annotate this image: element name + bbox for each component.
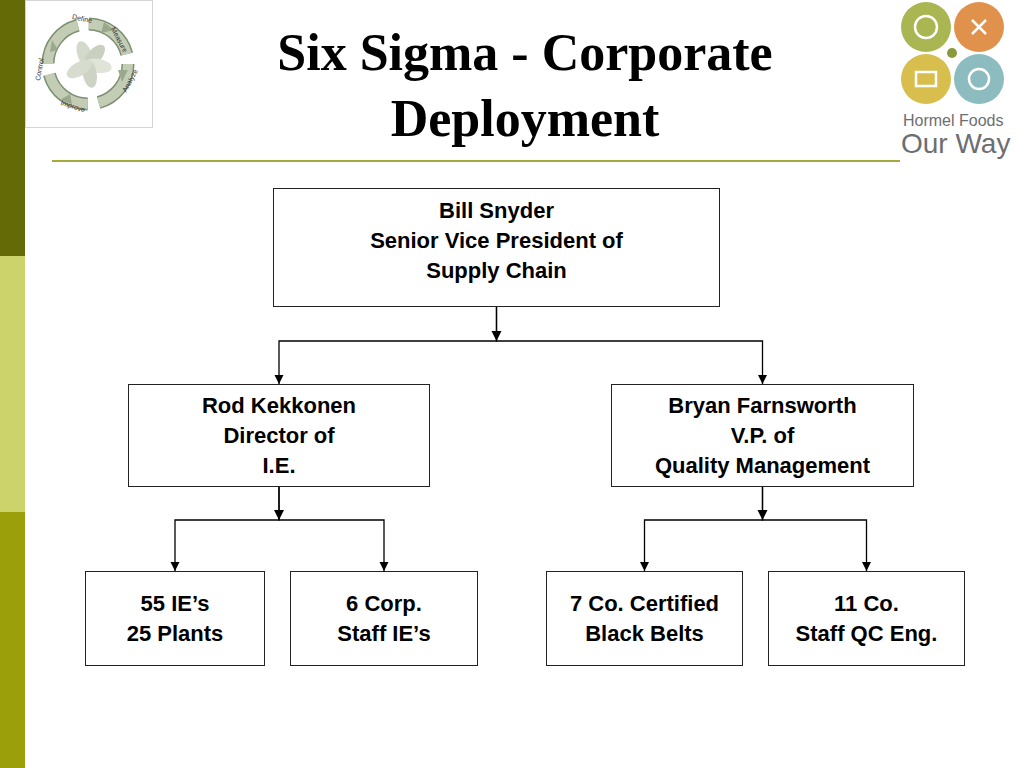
junction-arrowhead bbox=[492, 331, 502, 341]
dmaic-cycle bbox=[48, 24, 128, 104]
box-text: Senior Vice President of bbox=[370, 226, 623, 256]
box-text: Staff QC Eng. bbox=[796, 619, 938, 649]
reporting-line bbox=[497, 307, 763, 384]
dmaic-cycle bbox=[48, 24, 128, 104]
org-box: 55 IE’s25 Plants bbox=[85, 571, 265, 666]
box-text: 25 Plants bbox=[127, 619, 224, 649]
box-text: V.P. of bbox=[731, 421, 795, 451]
reporting-line bbox=[279, 487, 384, 571]
org-box: 11 Co.Staff QC Eng. bbox=[768, 571, 965, 666]
hormel-logo bbox=[901, 2, 1004, 104]
box-heading: Bryan Farnsworth bbox=[668, 391, 856, 421]
junction-arrowhead bbox=[274, 510, 284, 520]
cycle-arrowhead bbox=[50, 40, 58, 52]
box-heading: 7 Co. Certified bbox=[570, 589, 719, 619]
box-text: I.E. bbox=[262, 451, 295, 481]
reporting-line bbox=[279, 307, 497, 384]
box-text: Supply Chain bbox=[426, 256, 567, 286]
logo-text: Hormel Foods bbox=[903, 113, 1003, 129]
box-heading: 55 IE’s bbox=[141, 589, 210, 619]
reporting-line bbox=[175, 487, 279, 571]
box-text: Black Belts bbox=[585, 619, 704, 649]
org-box: Bill SnyderSenior Vice President ofSuppl… bbox=[273, 188, 720, 307]
leaf-emblem bbox=[64, 39, 113, 89]
org-box: Rod KekkonenDirector ofI.E. bbox=[128, 384, 430, 487]
logo-text: Our Way bbox=[901, 130, 1010, 158]
box-heading: Rod Kekkonen bbox=[202, 391, 356, 421]
side-bar bbox=[0, 0, 25, 256]
box-text: Quality Management bbox=[655, 451, 870, 481]
slide-title: Six Sigma - Corporate Deployment bbox=[225, 20, 825, 152]
reporting-line bbox=[645, 487, 763, 571]
dmaic-logo-frame bbox=[26, 1, 153, 128]
side-bar bbox=[0, 256, 25, 512]
side-bar bbox=[0, 512, 25, 768]
box-heading: Bill Snyder bbox=[439, 196, 554, 226]
box-heading: 11 Co. bbox=[834, 589, 899, 619]
org-box: 7 Co. CertifiedBlack Belts bbox=[546, 571, 743, 666]
box-text: Staff IE’s bbox=[337, 619, 430, 649]
org-box: Bryan FarnsworthV.P. ofQuality Managemen… bbox=[611, 384, 914, 487]
reporting-line bbox=[763, 487, 867, 571]
junction-arrowhead bbox=[758, 510, 768, 520]
title-rule bbox=[52, 160, 900, 162]
org-box: 6 Corp.Staff IE’s bbox=[290, 571, 478, 666]
box-heading: 6 Corp. bbox=[346, 589, 422, 619]
box-text: Director of bbox=[223, 421, 334, 451]
